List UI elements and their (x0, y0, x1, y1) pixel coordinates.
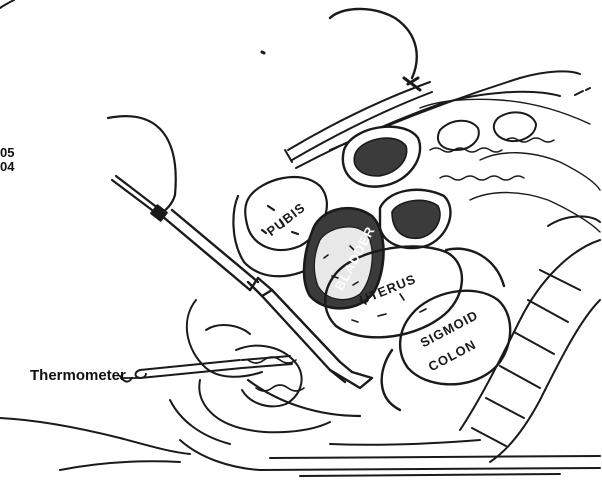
instrument-rod (108, 116, 176, 220)
baseline-lines (0, 418, 600, 476)
sacrum-column (460, 216, 600, 462)
thermometer-leader (118, 370, 148, 386)
stray-dot (262, 52, 264, 53)
margin-ref-bottom: 04 (0, 160, 14, 173)
margin-ref-top: 05 (0, 146, 14, 159)
thermometer-label: Thermometer (30, 367, 126, 384)
pubis-label: PUBIS (264, 200, 308, 239)
corner-stroke (0, 0, 14, 8)
abdominal-wall (285, 71, 590, 168)
catheter-tube (330, 9, 417, 78)
